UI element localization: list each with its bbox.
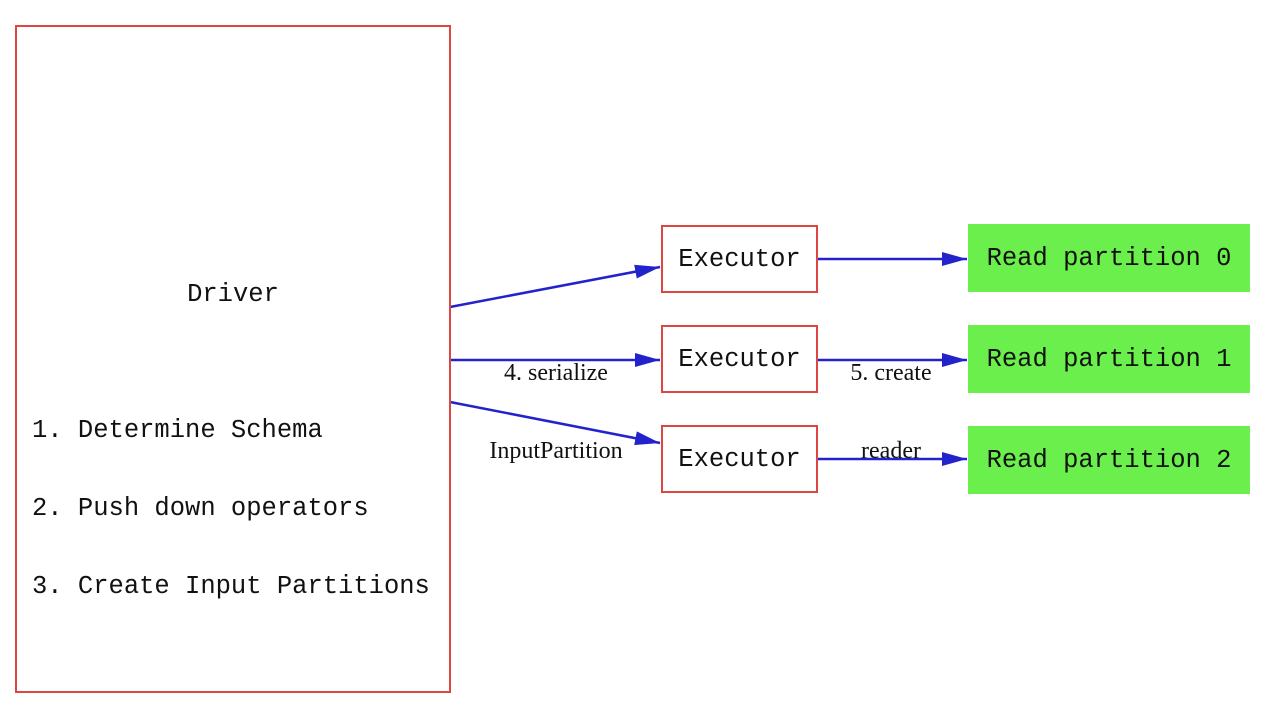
executor-label: Executor <box>678 444 801 474</box>
driver-step-3: 3. Create Input Partitions <box>32 572 430 601</box>
edge-label-line: 5. create <box>850 360 932 386</box>
executor-node-1: Executor <box>661 325 818 393</box>
driver-steps: 1. Determine Schema 2. Push down operato… <box>32 366 430 652</box>
edge-label-line: reader <box>861 438 921 464</box>
edge-label-line: InputPartition <box>489 438 623 464</box>
driver-step-1: 1. Determine Schema <box>32 416 323 445</box>
driver-step-2: 2. Push down operators <box>32 494 369 523</box>
driver-title: Driver <box>187 280 279 309</box>
read-partition-node-0: Read partition 0 <box>968 224 1250 292</box>
edge-label-create-reader: 5. create reader <box>781 308 1001 516</box>
read-partition-node-2: Read partition 2 <box>968 426 1250 494</box>
executor-label: Executor <box>678 244 801 274</box>
executor-label: Executor <box>678 344 801 374</box>
driver-node: Driver 1. Determine Schema 2. Push down … <box>15 25 451 693</box>
arrow-driver-to-executor-0 <box>449 264 661 309</box>
edge-label-serialize-inputpartition: 4. serialize InputPartition <box>446 308 666 516</box>
executor-node-0: Executor <box>661 225 818 293</box>
read-partition-label: Read partition 2 <box>986 445 1232 475</box>
read-partition-label: Read partition 1 <box>986 344 1232 374</box>
executor-node-2: Executor <box>661 425 818 493</box>
read-partition-node-1: Read partition 1 <box>968 325 1250 393</box>
read-partition-label: Read partition 0 <box>986 243 1232 273</box>
edge-label-line: 4. serialize <box>504 360 608 386</box>
